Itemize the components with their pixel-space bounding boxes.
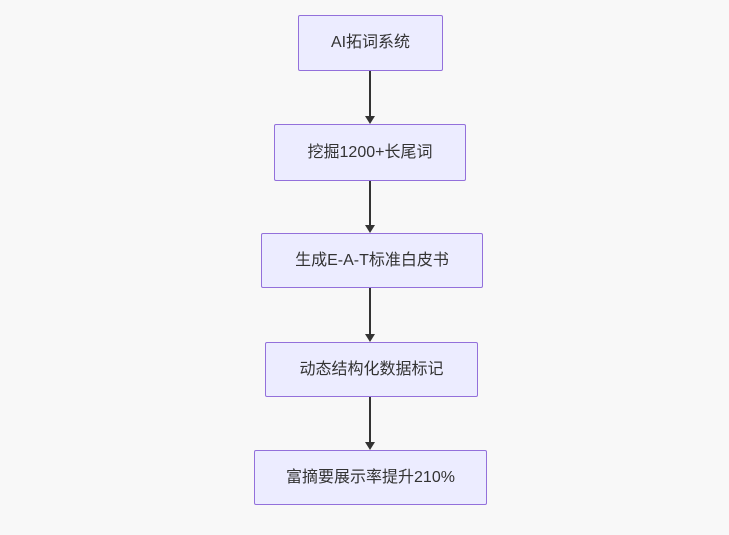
flow-node-label: 生成E-A-T标准白皮书 [295, 251, 449, 269]
flow-node-mine-longtail-keywords: 挖掘1200+长尾词 [274, 124, 466, 181]
flow-node-label: AI拓词系统 [330, 34, 411, 52]
flow-arrow-3 [362, 288, 378, 342]
flow-node-label: 动态结构化数据标记 [299, 360, 444, 378]
arrowhead-down-icon [365, 334, 375, 342]
flow-arrow-4 [362, 397, 378, 450]
arrowhead-down-icon [365, 116, 375, 124]
arrowhead-down-icon [365, 225, 375, 233]
arrow-line [369, 397, 371, 442]
arrow-line [369, 71, 371, 116]
arrowhead-down-icon [365, 442, 375, 450]
flow-node-label: 挖掘1200+长尾词 [307, 143, 433, 161]
flow-node-ai-word-expansion-system: AI拓词系统 [298, 15, 443, 71]
flow-node-dynamic-structured-data-markup: 动态结构化数据标记 [265, 342, 478, 397]
flow-arrow-2 [362, 181, 378, 233]
arrow-line [369, 288, 371, 334]
flow-arrow-1 [362, 71, 378, 124]
flow-node-rich-snippet-rate-increase: 富摘要展示率提升210% [254, 450, 487, 505]
flow-node-generate-eat-whitepaper: 生成E-A-T标准白皮书 [261, 233, 483, 288]
arrow-line [369, 181, 371, 225]
flow-node-label: 富摘要展示率提升210% [286, 468, 455, 486]
